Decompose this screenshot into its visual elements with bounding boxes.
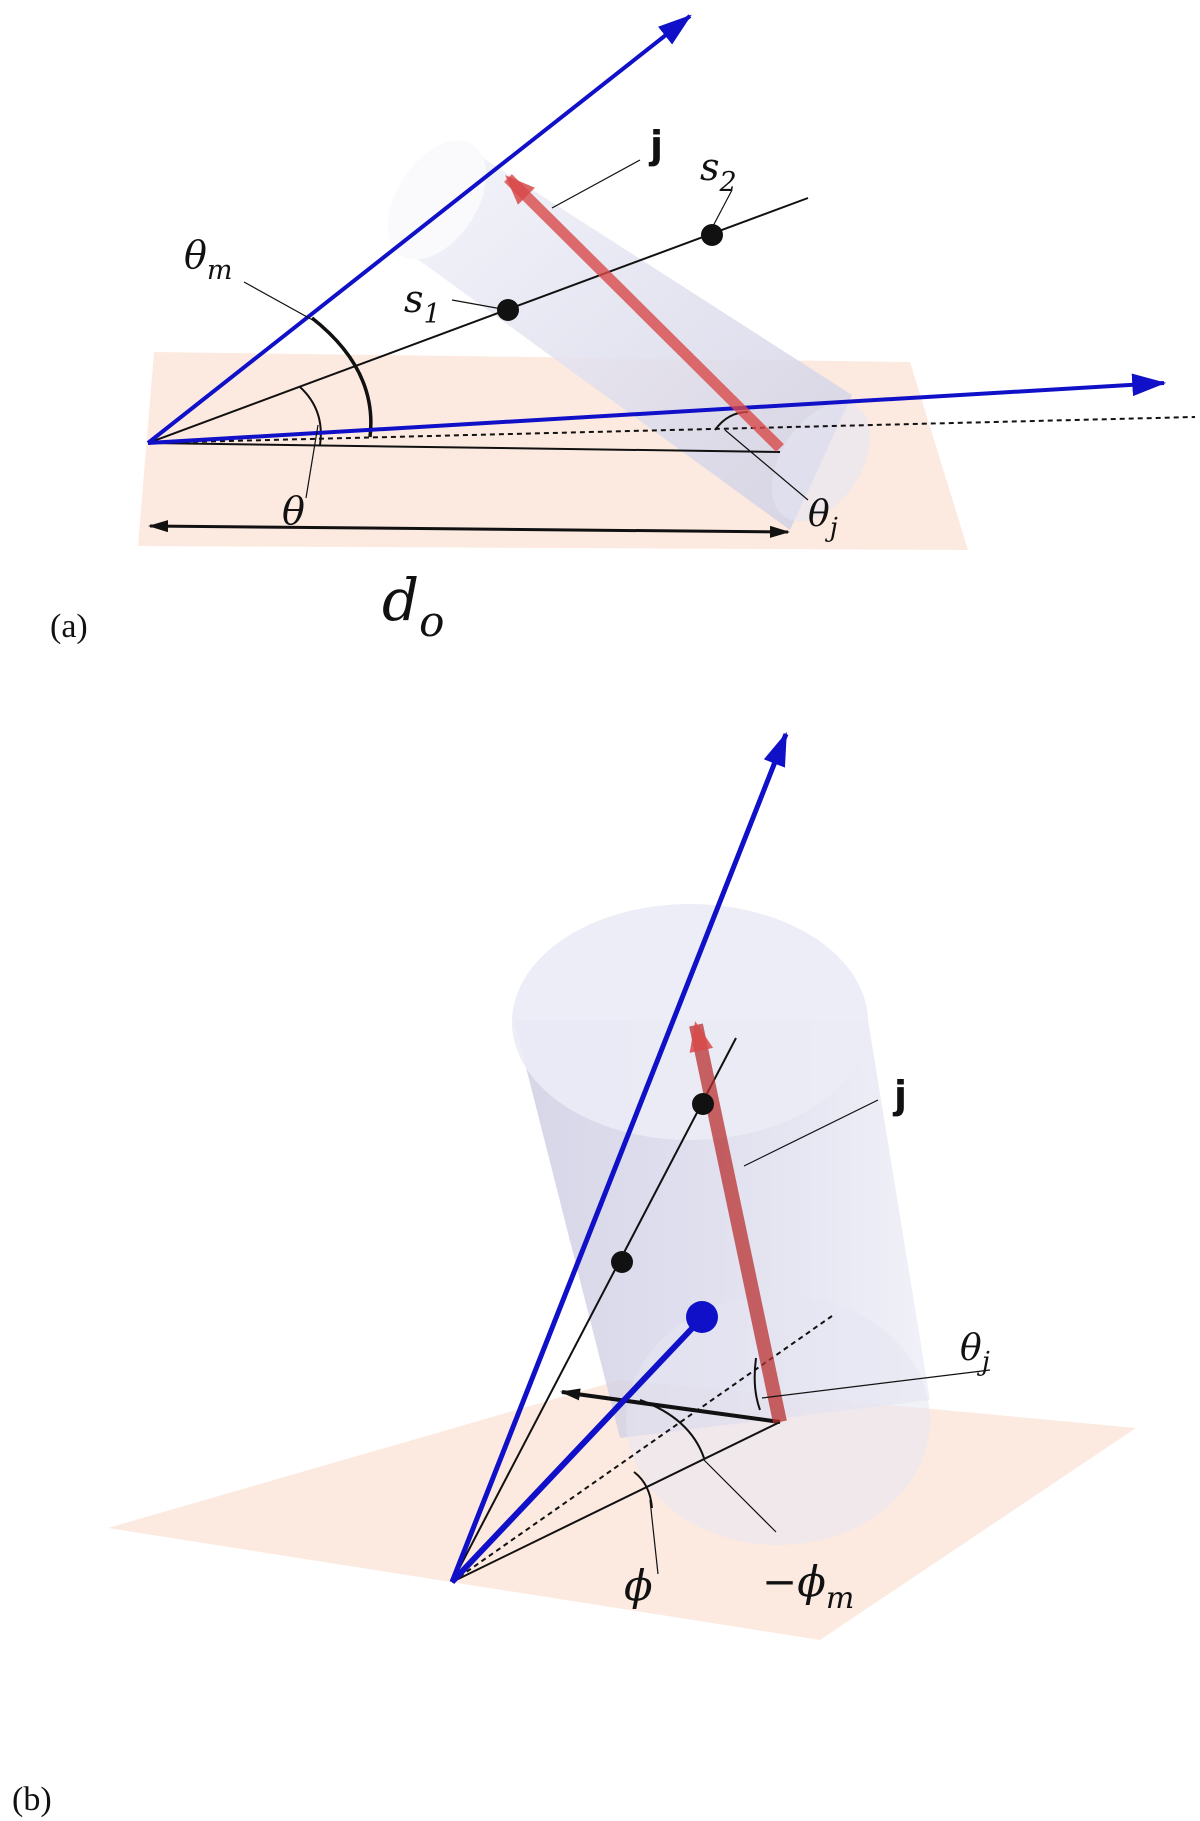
direction-line-a	[147, 197, 809, 444]
label-s1: s1	[404, 277, 441, 330]
leader-theta	[305, 424, 319, 499]
plane-line-b	[451, 1421, 781, 1583]
blue-axis-up-b	[449, 731, 789, 1583]
leader-s2	[711, 189, 733, 229]
label-d-o: do	[382, 566, 444, 646]
point-s2	[701, 224, 723, 246]
leader-phi	[649, 1499, 659, 1575]
blue-axis-up-a	[146, 14, 692, 445]
minus-phi-m-arc	[639, 1399, 705, 1459]
panel-label-b: (b)	[12, 1781, 52, 1818]
dotted-line-a	[147, 416, 1196, 444]
phi-arc	[633, 1471, 653, 1509]
panel-b: j θj ϕ −ϕm (b)	[12, 731, 1136, 1818]
leader-theta-j-b	[761, 1369, 991, 1399]
direction-line-b	[451, 1037, 737, 1583]
blue-axis-right-a	[147, 373, 1167, 445]
label-phi: ϕ	[624, 1561, 653, 1610]
leader-j-a	[551, 159, 641, 209]
point-s2-b	[692, 1093, 714, 1115]
label-s2: s2	[700, 145, 737, 198]
label-theta: θ	[282, 489, 305, 533]
theta-m-arc	[310, 316, 373, 438]
point-s1	[497, 299, 519, 321]
cylinder-b	[512, 904, 930, 1545]
label-j-b: j	[892, 1073, 907, 1117]
point-s1-b	[611, 1251, 633, 1273]
j-vector-a	[504, 174, 784, 452]
theta-arc	[299, 386, 322, 446]
leader-s1	[451, 299, 503, 310]
leader-minus-phi-m	[703, 1459, 777, 1533]
d-o-arrow	[148, 520, 790, 538]
leader-theta-j-a	[724, 429, 809, 501]
projection-arrow-b	[560, 1388, 781, 1424]
cylinder-a	[387, 140, 871, 530]
leader-j-b	[743, 1099, 879, 1167]
blue-axis-short-b	[449, 1317, 703, 1585]
panel-label-a: (a)	[50, 608, 88, 645]
panel-a: θm j s2 s1 θ θj do (a)	[50, 14, 1196, 646]
j-vector-b	[689, 1021, 787, 1424]
label-theta-m: θm	[184, 233, 233, 286]
label-minus-phi-m: −ϕm	[762, 1557, 854, 1616]
label-j-a: j	[648, 123, 663, 167]
theta-j-arc-b	[753, 1357, 761, 1411]
blue-axis-end-ball	[686, 1301, 718, 1333]
leader-theta-m	[243, 281, 319, 324]
plane-reference-line-a	[147, 442, 781, 453]
label-theta-j-b: θj	[960, 1328, 990, 1377]
